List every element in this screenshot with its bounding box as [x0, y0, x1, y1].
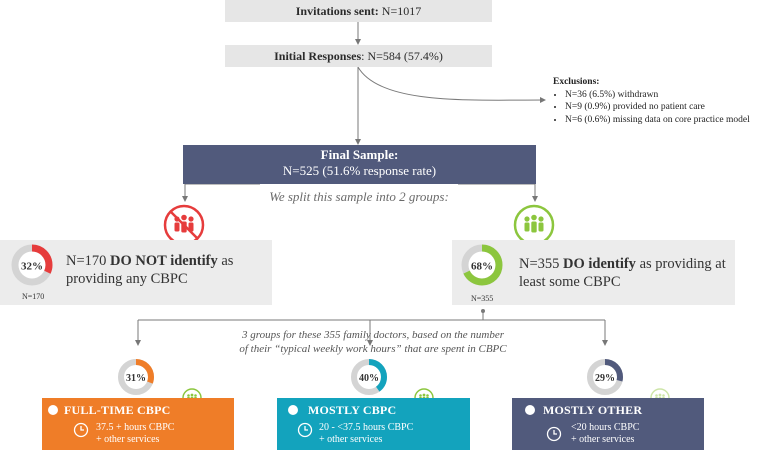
donut-mostly-cbpc: 40% [351, 359, 387, 395]
group-identify-text: N=355 DO identify as providing at least … [519, 256, 726, 290]
group-not-text: N=170 DO NOT identify as providing any C… [66, 253, 234, 287]
donut-percent: 32% [21, 261, 43, 273]
donut-fulltime: 31% [118, 359, 154, 395]
category-mostly-other-box: MOSTLY OTHER <20 hours CBPC+ other servi… [512, 398, 704, 450]
split-text: We split this sample into 2 groups: [269, 189, 449, 204]
arrow-to-identify [458, 183, 538, 202]
donut-mostly-other: 29% [587, 359, 623, 395]
category-mostly-cbpc-box: MOSTLY CBPC 20 - <37.5 hours CBPC+ other… [277, 398, 470, 450]
category-title: MOSTLY CBPC [308, 403, 397, 417]
donut-percent: 68% [471, 261, 493, 273]
exclusion-item: N=9 (0.9%) provided no patient care [565, 101, 778, 114]
donut-arc [11, 244, 53, 286]
initial-value: : N=584 (57.4%) [361, 49, 443, 63]
donut-arc [461, 244, 503, 286]
exclusion-item: N=6 (0.6%) missing data on core practice… [565, 114, 778, 127]
category-hours: 20 - <37.5 hours CBPC+ other services [319, 422, 414, 445]
exclusion-item: N=36 (6.5%) withdrawn [565, 89, 778, 102]
donut-not-identify: 32% [11, 244, 53, 286]
category-title: MOSTLY OTHER [543, 403, 643, 417]
arrow-to-exclusions [357, 66, 546, 104]
initial-responses-box: Initial Responses: N=584 (57.4%) [225, 45, 492, 67]
initial-label: Initial Responses [274, 49, 362, 63]
category-hours: 37.5 + hours CBPC+ other services [96, 422, 175, 445]
donut-arc [118, 359, 154, 395]
group-identify-n: N=355 [471, 294, 494, 303]
three-groups-text: 3 groups for these 355 family doctors, b… [239, 329, 507, 355]
clock-icon [73, 422, 89, 438]
arrow-to-not-identify [182, 183, 260, 202]
bullet-icon [48, 405, 58, 415]
exclusions-title: Exclusions: [553, 77, 600, 87]
final-sample-box: Final Sample: N=525 (51.6% response rate… [183, 145, 536, 184]
invitations-box: Invitations sent: N=1017 [225, 0, 492, 22]
branch-dot [481, 309, 485, 313]
clock-icon [297, 422, 313, 438]
invitations-value: N=1017 [378, 4, 422, 18]
bullet-icon [525, 405, 535, 415]
final-sample-subtitle: N=525 (51.6% response rate) [282, 163, 437, 178]
group-not-n: N=170 [22, 292, 45, 301]
people-crossed-icon [163, 204, 205, 246]
donut-percent: 29% [595, 373, 615, 384]
category-fulltime-box: FULL-TIME CBPC 37.5 + hours CBPC+ other … [42, 398, 234, 450]
donut-percent: 31% [126, 373, 146, 384]
invitations-label: Invitations sent: [295, 4, 379, 18]
category-title: FULL-TIME CBPC [64, 403, 171, 417]
final-sample-title: Final Sample: [320, 147, 399, 162]
donut-arc [351, 359, 387, 395]
exclusions-list: Exclusions: N=36 (6.5%) withdrawn N=9 (0… [553, 76, 778, 126]
category-hours: <20 hours CBPC+ other services [571, 422, 640, 445]
donut-percent: 40% [359, 373, 379, 384]
clock-icon [546, 426, 562, 442]
donut-identify: 68% [461, 244, 503, 286]
donut-arc [587, 359, 623, 395]
bullet-icon [288, 405, 298, 415]
